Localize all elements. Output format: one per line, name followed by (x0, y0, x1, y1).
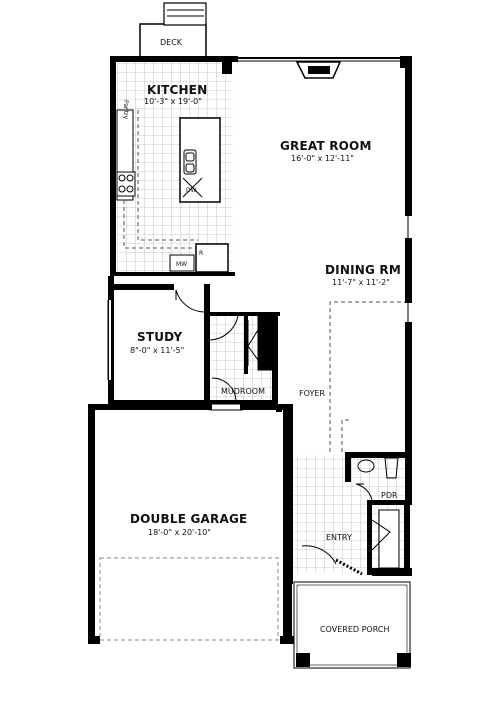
upper-walls (108, 56, 412, 504)
mudroom-label: MUDROOM (221, 387, 265, 396)
foyer-label: FOYER (299, 389, 325, 398)
great-room-dims: 16'-0" x 12'-11" (291, 154, 354, 163)
covered-porch: COVERED PORCH (293, 581, 411, 669)
entry-label: ENTRY (326, 533, 352, 542)
porch-label: COVERED PORCH (320, 625, 389, 634)
fridge-label: R (199, 250, 203, 257)
kitchen-name: KITCHEN (147, 83, 207, 97)
study-name: STUDY (137, 330, 182, 344)
garage-dims: 18'-0" x 20'-10" (148, 528, 211, 537)
kitchen-dims: 10'-3" x 19'-0" (144, 97, 202, 106)
dishwasher-label: DW (186, 187, 197, 194)
garage (88, 404, 294, 644)
fireplace (295, 61, 342, 79)
mudroom-walls: MUDROOM (209, 312, 280, 411)
deck-label: DECK (160, 38, 183, 47)
staircase (329, 301, 405, 452)
garage-name: DOUBLE GARAGE (130, 512, 247, 526)
microwave-label: MW (176, 261, 187, 268)
study-walls (107, 272, 235, 408)
pdr-label: PDR (381, 491, 398, 500)
dining-dims: 11'-7" x 11'-2" (332, 278, 390, 287)
kitchen-cabinets: Pantry DW MW R (116, 100, 229, 273)
pantry-label: Pantry (122, 100, 129, 120)
study-dims: 8"-0" x 11'-5" (130, 346, 184, 355)
deck: DECK (139, 2, 207, 61)
dining-name: DINING RM (325, 263, 401, 277)
great-room-name: GREAT ROOM (280, 139, 372, 153)
